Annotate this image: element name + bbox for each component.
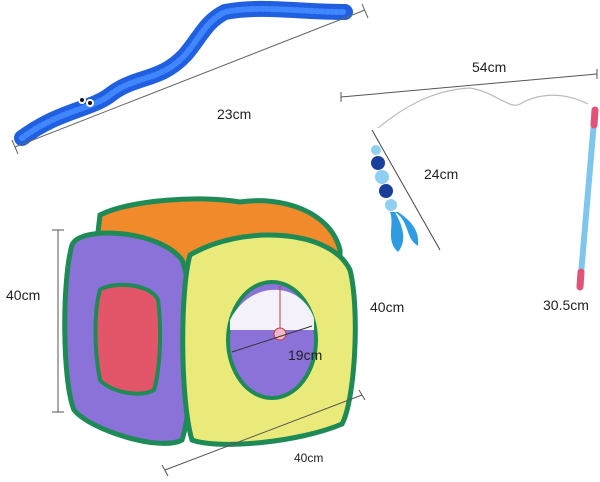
worm-measure-line bbox=[14, 9, 366, 148]
worm-length-label: 23cm bbox=[217, 106, 252, 122]
cat-tunnel-cube bbox=[62, 196, 358, 447]
width-measure-line bbox=[164, 394, 363, 471]
rod-length-label: 30.5cm bbox=[543, 297, 589, 313]
feather-icon bbox=[390, 212, 404, 252]
cube-width-label: 40cm bbox=[294, 451, 324, 465]
wand-width-label: 54cm bbox=[472, 59, 507, 75]
pompom-lure bbox=[371, 145, 419, 252]
fuzzy-worm-toy bbox=[14, 0, 353, 146]
cube-height-label: 40cm bbox=[6, 287, 41, 303]
wand-measure-line bbox=[340, 73, 598, 98]
hole-diameter-label: 19cm bbox=[288, 347, 323, 363]
string-length-label: 24cm bbox=[424, 166, 459, 182]
cube-depth-label: 40cm bbox=[370, 299, 405, 315]
wand-rod bbox=[576, 106, 599, 291]
wand-string bbox=[377, 87, 589, 129]
tunnel-left-opening bbox=[93, 282, 163, 396]
